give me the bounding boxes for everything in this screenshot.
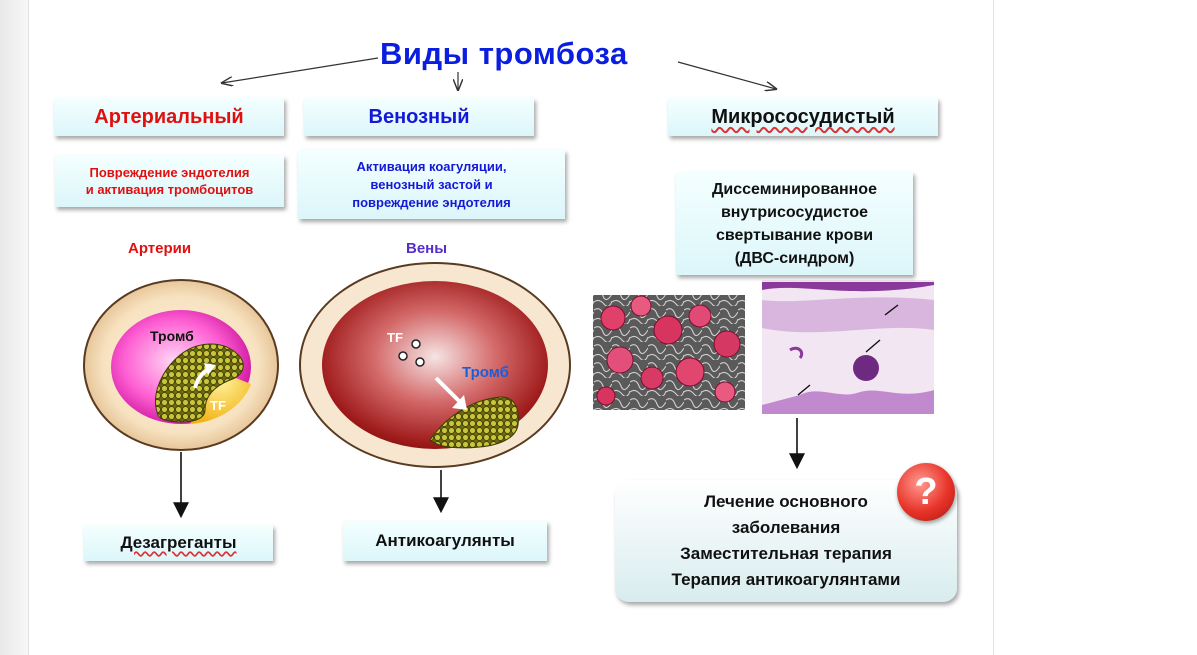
label-arteries: Артерии — [128, 240, 192, 257]
desc-dic-line: внутрисосудистое — [720, 203, 869, 221]
treatment-line: заболевания — [731, 518, 841, 537]
result-antiplatelets: Дезагреганты — [84, 525, 273, 561]
desc-dic-line: свертывание крови — [715, 226, 874, 244]
question-mark-icon: ? — [897, 463, 955, 521]
result-anticoagulants: Антикоагулянты — [343, 521, 547, 561]
desc-dic-line: (ДВС-синдром) — [734, 249, 855, 267]
desc-venous-line: повреждение эндотелия — [352, 194, 511, 210]
desc-arterial-line: и активация тромбоцитов — [85, 182, 254, 197]
treatment-line: Лечение основного — [704, 492, 868, 511]
desc-venous-line: Активация коагуляции, — [356, 158, 507, 174]
arrow-title-to-micro — [677, 61, 776, 89]
desc-arterial: Повреждение эндотелия и активация тромбо… — [55, 155, 284, 207]
treatment-line: Заместительная терапия — [680, 544, 892, 563]
histology-image — [762, 280, 934, 414]
treatment-line: Терапия антикоагулянтами — [671, 570, 901, 589]
artery-diagram — [83, 279, 279, 451]
label-arterial-tf: TF — [210, 398, 226, 413]
header-venous: Венозный — [304, 98, 534, 136]
header-microvascular: Микрососудистый — [668, 98, 938, 136]
label-arterial-thrombus: Тромб — [150, 328, 194, 344]
electron-micrograph-image — [593, 295, 745, 410]
label-venous-thrombus: Тромб — [462, 364, 509, 381]
vein-diagram — [299, 262, 571, 468]
result-antiplatelets-text: Дезагреганты — [120, 533, 237, 552]
desc-dic-line: Диссеминированное — [712, 180, 877, 198]
label-veins: Вены — [406, 240, 448, 257]
desc-venous: Активация коагуляции, венозный застой и … — [298, 150, 565, 219]
desc-dic: Диссеминированное внутрисосудистое сверт… — [676, 172, 913, 275]
arrow-title-to-arterial — [222, 57, 379, 83]
label-venous-tf: TF — [387, 330, 403, 345]
header-arterial: Артериальный — [54, 98, 284, 136]
desc-venous-line: венозный застой и — [370, 176, 493, 192]
desc-arterial-line: Повреждение эндотелия — [89, 165, 250, 180]
page-title: Виды тромбоза — [380, 36, 628, 71]
